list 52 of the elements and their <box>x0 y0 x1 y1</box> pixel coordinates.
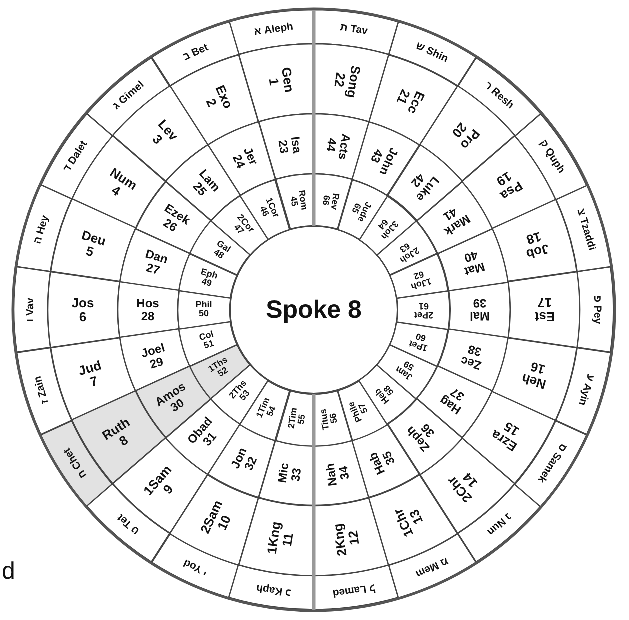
book-number: 2 <box>202 96 220 111</box>
book-number: 28 <box>140 310 156 323</box>
letter-name: מ Mem <box>414 555 450 580</box>
letter-name: ו Vav <box>26 298 36 322</box>
letter-name: ב Bet <box>182 42 211 64</box>
book-name: Rev <box>328 192 340 211</box>
book-name: Isa <box>289 136 304 154</box>
letter-name: צ Tzaddi <box>574 208 597 252</box>
hub-title: Spoke 8 <box>266 296 362 324</box>
book-number: 56 <box>328 412 340 424</box>
book-number: 39 <box>472 297 488 310</box>
letter-name: ד Dalet <box>62 139 90 175</box>
book-name: Est <box>534 310 556 324</box>
letter-name: ל Lamed <box>332 582 376 599</box>
letter-name: ה Hey <box>33 214 52 246</box>
book-number: 5 <box>84 242 96 262</box>
book-number: 55 <box>296 414 309 426</box>
book-number: 17 <box>536 296 554 310</box>
letter-name: ק Quph <box>537 138 567 176</box>
letter-name: ס Samek <box>535 441 569 485</box>
letter-name: ע Ayin <box>576 372 596 406</box>
letter-name: א Aleph <box>253 22 294 38</box>
book-name: 2Pet <box>414 310 434 320</box>
book-number: 45 <box>288 196 300 208</box>
letter-name: נ Nun <box>485 510 514 538</box>
book-number: 50 <box>198 310 210 320</box>
letter-name: ט Tet <box>116 511 142 536</box>
stray-letter: d <box>2 558 16 586</box>
book-number: 51 <box>203 338 217 352</box>
book-number: 18 <box>524 228 543 248</box>
letter-name: ז Zain <box>33 374 52 405</box>
letter-name: ר Resh <box>482 80 516 112</box>
book-number: 23 <box>276 138 292 156</box>
book-name: Jos <box>72 296 94 310</box>
book-number: 7 <box>88 373 100 392</box>
letter-name: י Yod <box>182 557 210 578</box>
letter-name: ת Tav <box>340 22 369 38</box>
book-name: Hos <box>136 297 160 310</box>
book-name: Rom <box>297 190 310 211</box>
book-name: Phil <box>196 300 212 310</box>
book-number: 61 <box>418 300 430 310</box>
letter-name: ג Gimel <box>111 80 146 112</box>
book-name: Titus <box>318 408 331 431</box>
book-number: 66 <box>319 194 331 208</box>
book-name: Mal <box>470 310 490 323</box>
book-number: 60 <box>414 330 427 344</box>
letter-name: ח Chet <box>62 446 90 480</box>
letter-name: ש Shin <box>414 40 450 65</box>
book-number: 6 <box>78 310 88 324</box>
letter-name: פ Pey <box>591 296 602 324</box>
book-number: 62 <box>412 268 425 282</box>
letter-name: כ Kaph <box>256 582 292 598</box>
